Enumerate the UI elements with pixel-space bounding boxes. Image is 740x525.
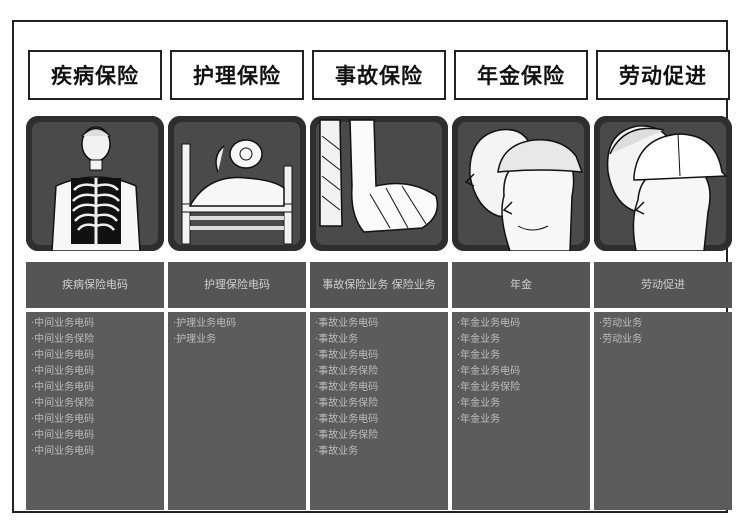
- body-line: ·年金业务: [457, 414, 501, 425]
- column-body: ·劳动业务 ·劳动业务: [594, 312, 732, 510]
- body-line: ·年金业务电码: [457, 318, 521, 329]
- body-line: ·年金业务: [457, 350, 501, 361]
- body-line: ·事故业务电码: [315, 382, 379, 393]
- column-title: 事故保险: [312, 50, 446, 100]
- column-nursing: 护理保险 护理保险电码 ·护理业务电码 ·护理业务: [168, 0, 306, 525]
- elderly-men-icon: [452, 116, 590, 251]
- body-line: ·中间业务保险: [31, 398, 95, 409]
- body-line: ·中间业务电码: [31, 350, 95, 361]
- body-line: ·中间业务电码: [31, 366, 95, 377]
- body-line: ·中间业务电码: [31, 430, 95, 441]
- body-line: ·中间业务电码: [31, 414, 95, 425]
- body-line: ·劳动业务: [599, 318, 643, 329]
- body-line: ·事故业务电码: [315, 414, 379, 425]
- column-accident: 事故保险 事故保险业务 保险业务 ·事故业务电码 ·事故业务 ·事故业务电码 ·…: [310, 0, 448, 525]
- body-line: ·劳动业务: [599, 334, 643, 345]
- body-line: ·事故业务: [315, 334, 359, 345]
- body-line: ·年金业务保险: [457, 382, 521, 393]
- column-header: 护理保险电码: [168, 262, 306, 308]
- body-line: ·事故业务保险: [315, 398, 379, 409]
- skeleton-xray-icon: [26, 116, 164, 251]
- column-body: ·年金业务电码 ·年金业务 ·年金业务 ·年金业务电码 ·年金业务保险 ·年金业…: [452, 312, 590, 510]
- column-body: ·护理业务电码 ·护理业务: [168, 312, 306, 510]
- column-body: ·中间业务电码 ·中间业务保险 ·中间业务电码 ·中间业务电码 ·中间业务电码 …: [26, 312, 164, 510]
- body-line: ·中间业务电码: [31, 382, 95, 393]
- column-illness: 疾病保险 疾病保险电码 ·中间业务电码 ·中间业务保险 ·中间业务电码 ·中间业…: [26, 0, 164, 525]
- column-header: 疾病保险电码: [26, 262, 164, 308]
- leg-cast-icon: [310, 116, 448, 251]
- body-line: ·事故业务保险: [315, 366, 379, 377]
- body-line: ·护理业务: [173, 334, 217, 345]
- body-line: ·年金业务电码: [457, 366, 521, 377]
- body-line: ·护理业务电码: [173, 318, 237, 329]
- body-line: ·中间业务保险: [31, 334, 95, 345]
- body-line: ·事故业务电码: [315, 350, 379, 361]
- body-line: ·事故业务电码: [315, 318, 379, 329]
- column-header: 年金: [452, 262, 590, 308]
- body-line: ·年金业务: [457, 334, 501, 345]
- column-annuity: 年金保险 年金 ·年金业务电码 ·年金业务 ·年金业务 ·年金业务电码 ·年金业…: [452, 0, 590, 525]
- body-line: ·年金业务: [457, 398, 501, 409]
- workers-hardhat-icon: [594, 116, 732, 251]
- body-line: ·中间业务电码: [31, 446, 95, 457]
- column-header: 事故保险业务 保险业务: [310, 262, 448, 308]
- column-header: 劳动促进: [594, 262, 732, 308]
- body-line: ·事故业务: [315, 446, 359, 457]
- column-labor: 劳动促进 劳动促进 ·劳动业务 ·劳动业务: [594, 0, 732, 525]
- body-line: ·事故业务保险: [315, 430, 379, 441]
- column-title: 护理保险: [170, 50, 304, 100]
- column-title: 劳动促进: [596, 50, 730, 100]
- column-title: 疾病保险: [28, 50, 162, 100]
- column-title: 年金保险: [454, 50, 588, 100]
- column-body: ·事故业务电码 ·事故业务 ·事故业务电码 ·事故业务保险 ·事故业务电码 ·事…: [310, 312, 448, 510]
- patient-in-bed-icon: [168, 116, 306, 251]
- body-line: ·中间业务电码: [31, 318, 95, 329]
